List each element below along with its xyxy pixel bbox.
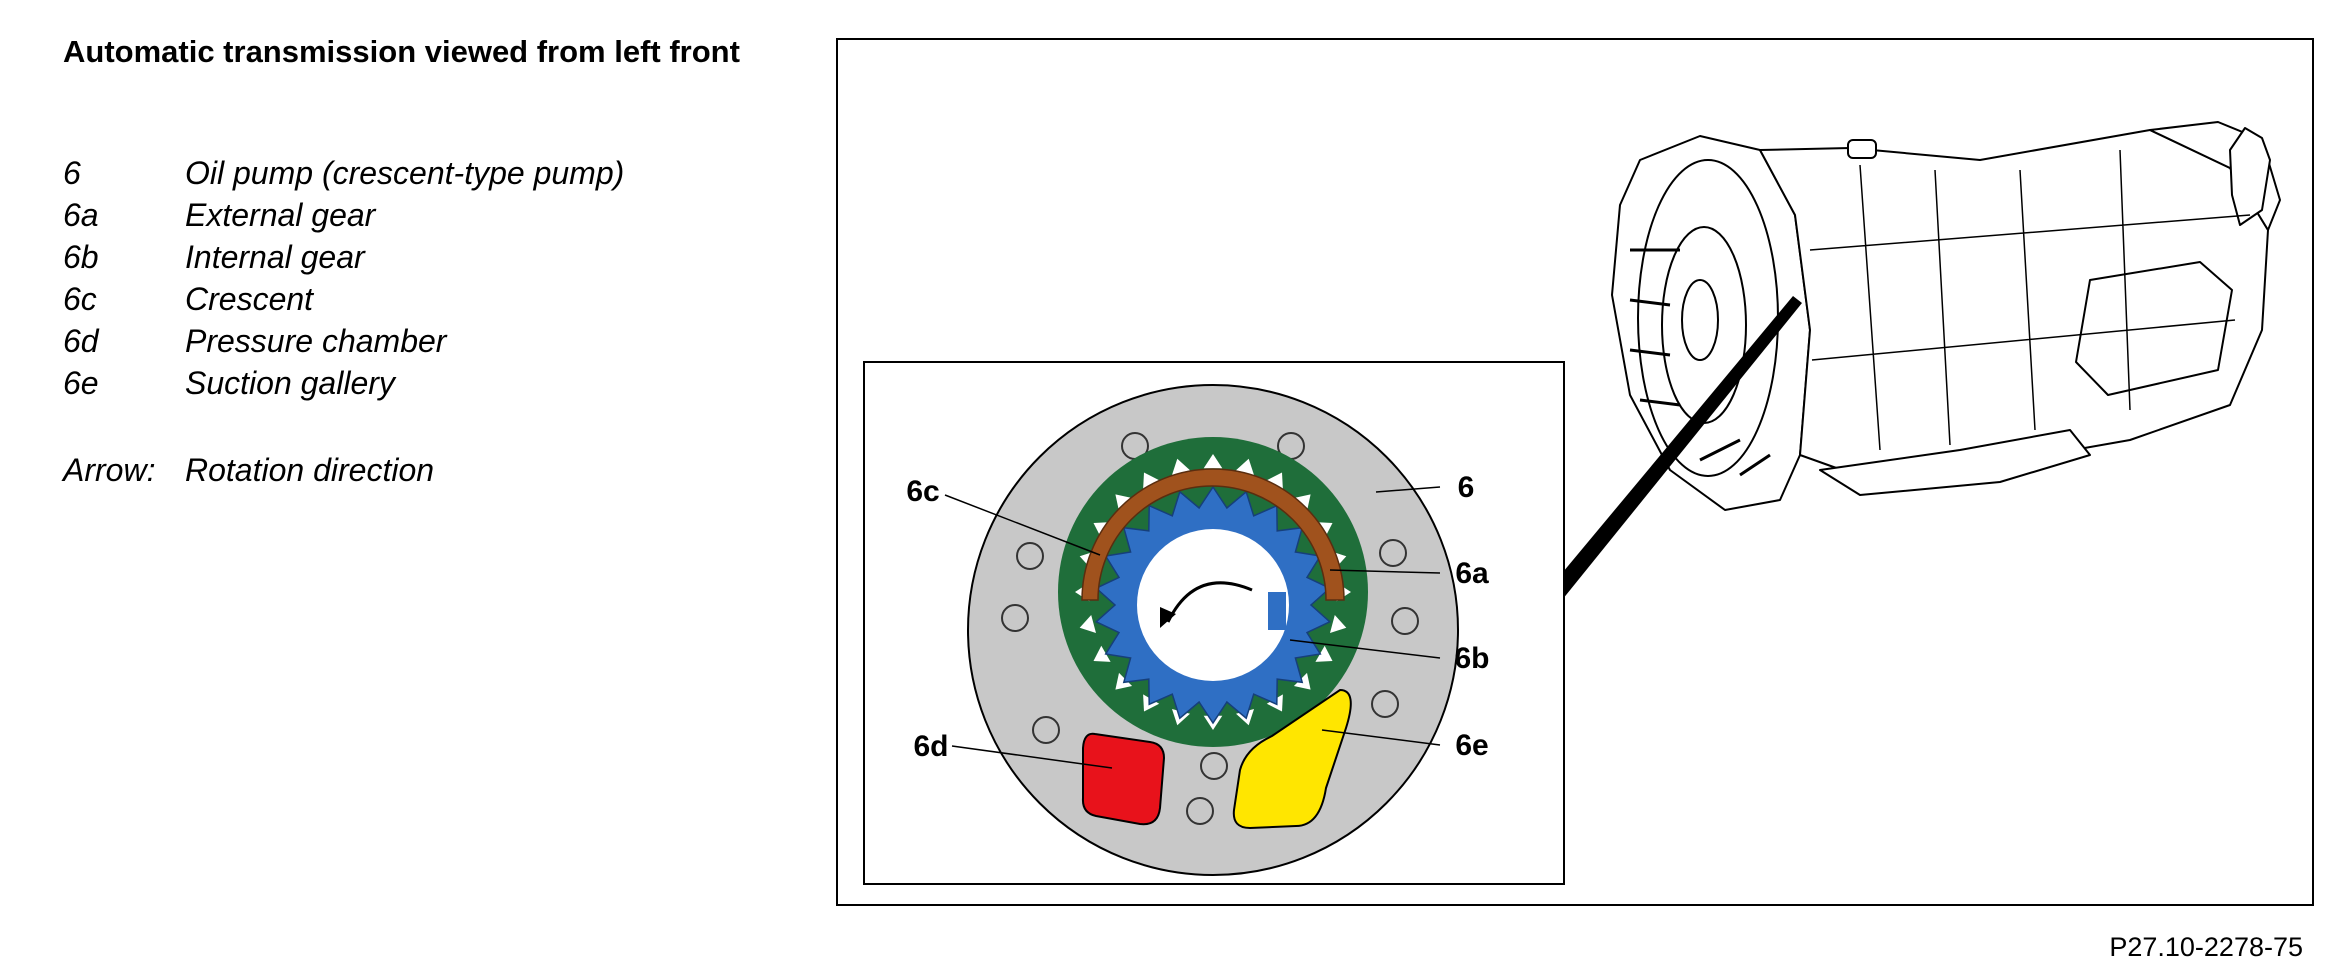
leader-6e [1321, 729, 1441, 746]
bolt-hole [1032, 716, 1060, 744]
legend-item: 6c Crescent [63, 278, 624, 320]
legend-item: 6 Oil pump (crescent-type pump) [63, 152, 624, 194]
case-bosses [1629, 248, 1771, 477]
input-shaft [1681, 279, 1719, 361]
rotation-arrowhead-icon [1160, 607, 1176, 628]
case-ribs [1809, 149, 2251, 451]
legend-key: 6 [63, 155, 81, 191]
gear-tooth-gap [1236, 458, 1254, 475]
leader-6 [1375, 486, 1441, 493]
rotation-arrow-icon [1166, 581, 1253, 623]
legend-key: 6e [63, 365, 99, 401]
pressure-chamber [1081, 732, 1166, 826]
gear-tooth-gap [1143, 472, 1160, 490]
oil-pan [1819, 429, 2091, 496]
transmission-drawing [1611, 121, 2281, 511]
tail-flange [2229, 127, 2271, 226]
crescent [1081, 468, 1345, 601]
page-title: Automatic transmission viewed from left … [63, 34, 740, 69]
gear-tooth-gap [1266, 472, 1283, 490]
gear-bore [1137, 529, 1289, 681]
legend-text: Oil pump (crescent-type pump) [185, 155, 625, 191]
leader-6c [944, 494, 1101, 556]
bolt-hole [1001, 604, 1029, 632]
legend-key: 6a [63, 197, 99, 233]
legend-item: 6a External gear [63, 194, 624, 236]
callout-6c: 6c [906, 475, 939, 508]
legend-key: 6d [63, 323, 99, 359]
bolt-hole [1379, 539, 1407, 567]
callout-6e: 6e [1455, 729, 1488, 762]
bolt-hole [1200, 752, 1228, 780]
legend-text: Internal gear [185, 239, 365, 275]
gear-tooth-gap [1093, 645, 1111, 662]
gear-tooth-gap [1293, 494, 1311, 512]
legend-item: 6e Suction gallery [63, 362, 624, 404]
callout-6: 6 [1458, 471, 1475, 504]
gear-tooth-gap [1079, 615, 1096, 633]
bolt-hole [1016, 542, 1044, 570]
legend-list: 6 Oil pump (crescent-type pump) 6a Externa… [63, 152, 624, 404]
filler-cap [1847, 139, 1877, 159]
gear-tooth-gap [1330, 615, 1347, 633]
legend-item: 6d Pressure chamber [63, 320, 624, 362]
valve-body-cover [2075, 261, 2233, 396]
bolt-hole [1391, 607, 1419, 635]
gear-tooth-gap [1115, 494, 1133, 512]
leader-6b [1289, 639, 1441, 659]
legend-text: Pressure chamber [185, 323, 447, 359]
gear-tooth-gap [1172, 458, 1190, 475]
legend-text: Suction gallery [185, 365, 395, 401]
leader-6d [951, 745, 1113, 769]
callout-6d: 6d [913, 730, 948, 763]
transmission-case [1759, 129, 2269, 481]
bolt-hole [1371, 690, 1399, 718]
gear-tooth-gap [1203, 454, 1223, 469]
figure-reference: P27.10-2278-75 [2109, 932, 2303, 962]
leader-6a [1329, 569, 1441, 574]
legend-text: Crescent [185, 281, 314, 317]
callout-leaders [944, 486, 1441, 769]
legend-key: 6c [63, 281, 97, 317]
bolt-holes [1001, 432, 1419, 825]
detail-pointer [1548, 296, 1802, 605]
gear-tooth-gap [1315, 645, 1333, 662]
legend-item: 6b Internal gear [63, 236, 624, 278]
legend-text: External gear [185, 197, 376, 233]
arrow-note: Arrow: Rotation direction [63, 449, 434, 491]
bolt-hole [1186, 797, 1214, 825]
callout-6a: 6a [1455, 557, 1489, 590]
suction-gallery [1232, 688, 1352, 830]
arrow-note-key: Arrow: [63, 452, 156, 488]
bore-key [1268, 592, 1286, 630]
arrow-note-text: Rotation direction [185, 452, 435, 488]
callout-6b: 6b [1454, 642, 1489, 675]
legend-key: 6b [63, 239, 99, 275]
